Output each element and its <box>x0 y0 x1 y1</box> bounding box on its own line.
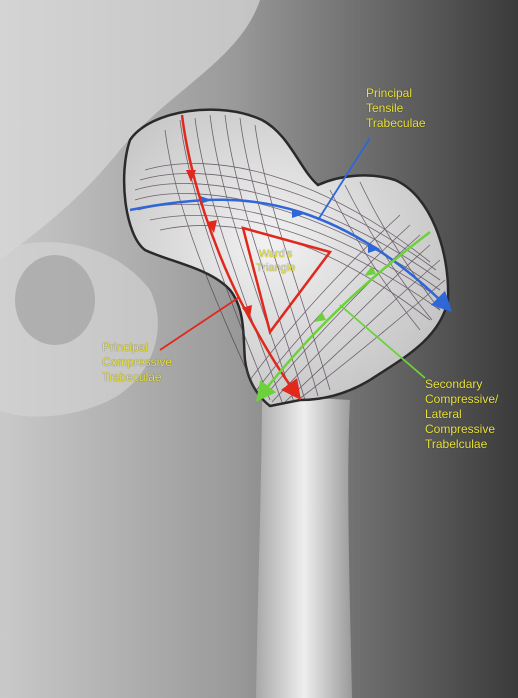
foramen-shadow <box>15 255 95 345</box>
femur-shaft <box>256 395 352 698</box>
wards-triangle-label: Ward's Triangle <box>256 247 295 275</box>
compressive-trabeculae-label: Principal Compressive Trabeculae <box>102 340 172 385</box>
secondary-compressive-label: Secondary Compressive/ Lateral Compressi… <box>425 377 498 452</box>
tensile-trabeculae-label: Principal Tensile Trabeculae <box>366 86 426 131</box>
